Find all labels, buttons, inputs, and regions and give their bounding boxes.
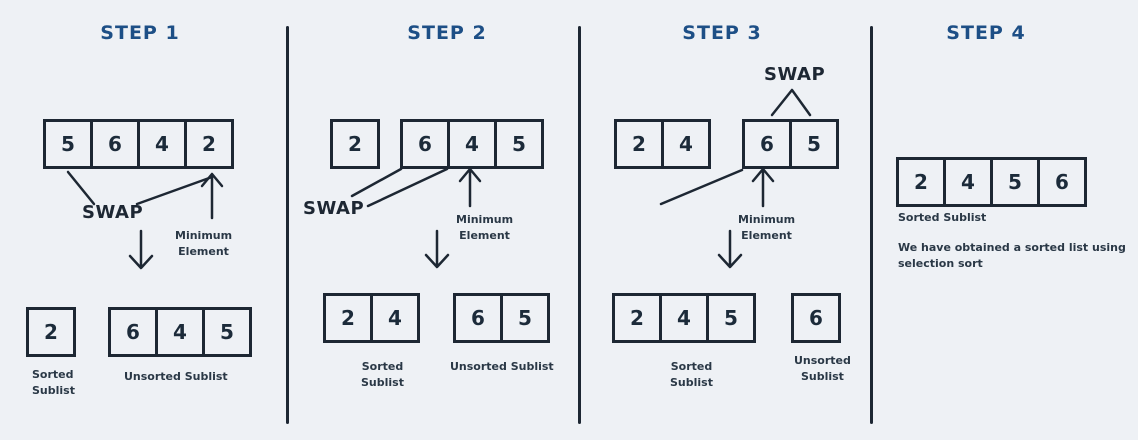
sorted-cell: 4: [370, 293, 420, 343]
step-1-array: 5 6 4 2: [43, 119, 234, 169]
step-2-unsorted-label: Unsorted Sublist: [450, 360, 554, 373]
sorted-cell: 2: [323, 293, 373, 343]
sorted-cell: 2: [26, 307, 76, 357]
divider-3: [870, 26, 873, 424]
sorted-cell: 2: [612, 293, 662, 343]
step-1-down-arrow: [128, 229, 154, 270]
step-1-title: STEP 1: [100, 22, 180, 44]
step-3-swap-label: SWAP: [764, 64, 826, 85]
array-cell: 2: [330, 119, 380, 169]
sorted-cell: 5: [706, 293, 756, 343]
step-3-min-arrow: [751, 167, 775, 208]
unsorted-cell: 4: [155, 307, 205, 357]
step-2-sorted-sublist: 2 4: [323, 293, 420, 343]
sorted-cell: 6: [1037, 157, 1087, 207]
array-cell: 2: [614, 119, 664, 169]
step-1-unsorted-label: Unsorted Sublist: [124, 370, 228, 383]
array-cell: 4: [447, 119, 497, 169]
divider-2: [578, 26, 581, 424]
step-2-unsorted-sublist: 6 5: [453, 293, 550, 343]
unsorted-cell: 6: [108, 307, 158, 357]
step-3-swap-line: [659, 168, 744, 206]
step-3-sorted-sublist: 2 4 5: [612, 293, 756, 343]
unsorted-cell: 6: [453, 293, 503, 343]
step-1-swap-line-right: [135, 175, 214, 206]
step-3-unsorted-sublist: 6: [791, 293, 841, 343]
step-2-title: STEP 2: [407, 22, 487, 44]
array-cell: 5: [789, 119, 839, 169]
step-2-swap-line-2: [366, 167, 449, 208]
divider-1: [286, 26, 289, 424]
array-cell: 4: [661, 119, 711, 169]
array-cell: 5: [43, 119, 93, 169]
step-2-swap-label: SWAP: [303, 198, 365, 219]
step-2-swap-line-1: [350, 167, 403, 198]
step-2-down-arrow: [424, 229, 450, 269]
step-4-array: 2 4 5 6: [896, 157, 1087, 207]
unsorted-cell: 6: [791, 293, 841, 343]
step-3-title: STEP 3: [682, 22, 762, 44]
step-1-swap-label: SWAP: [82, 202, 144, 223]
sorted-cell: 5: [990, 157, 1040, 207]
step-3-swap-connector: [770, 88, 812, 117]
array-cell: 4: [137, 119, 187, 169]
array-cell: 6: [400, 119, 450, 169]
step-1-min-arrow: [200, 172, 224, 220]
array-cell: 6: [742, 119, 792, 169]
step-3-array: 6 5: [742, 119, 839, 169]
step-2-min-arrow: [458, 167, 482, 208]
sorted-cell: 4: [943, 157, 993, 207]
step-1-swap-line-left: [66, 170, 96, 206]
step-1-sorted-sublist: 2: [26, 307, 76, 357]
array-cell: 2: [184, 119, 234, 169]
step-4-title: STEP 4: [946, 22, 1026, 44]
sorted-cell: 2: [896, 157, 946, 207]
step-2-sorted-top: 2: [330, 119, 380, 169]
unsorted-cell: 5: [202, 307, 252, 357]
sorted-cell: 4: [659, 293, 709, 343]
step-1-unsorted-sublist: 6 4 5: [108, 307, 252, 357]
unsorted-cell: 5: [500, 293, 550, 343]
step-3-sorted-top: 2 4: [614, 119, 711, 169]
step-4-sorted-label: Sorted Sublist: [898, 211, 987, 224]
array-cell: 6: [90, 119, 140, 169]
array-cell: 5: [494, 119, 544, 169]
step-2-array: 6 4 5: [400, 119, 544, 169]
step-4-note: We have obtained a sorted list using sel…: [898, 241, 1126, 270]
